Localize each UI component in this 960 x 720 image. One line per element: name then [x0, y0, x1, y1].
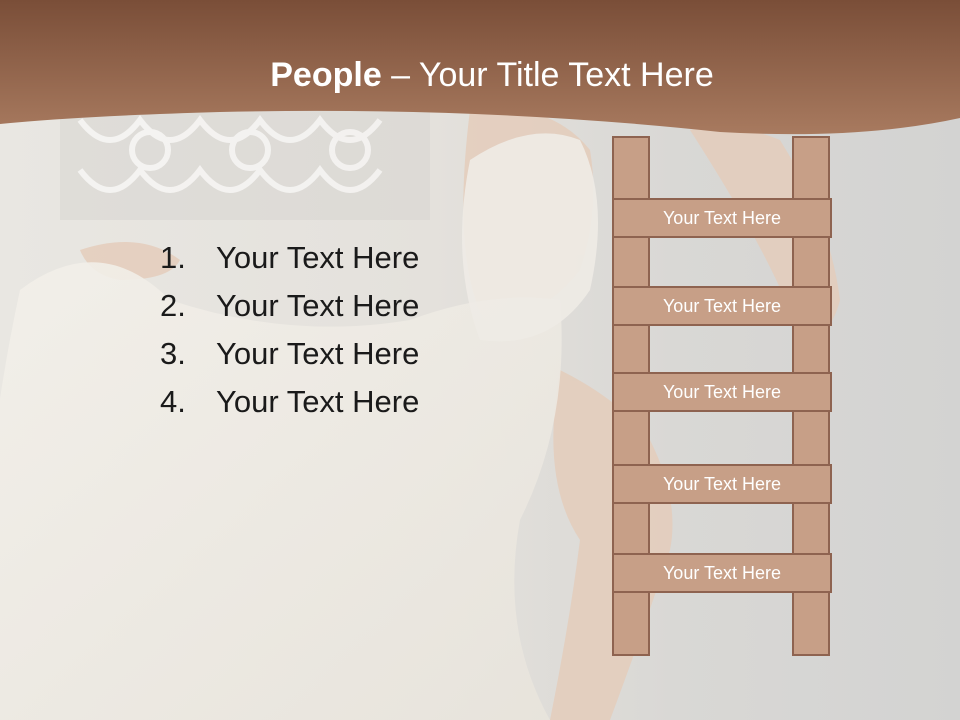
list-text: Your Text Here: [216, 336, 420, 371]
ladder-rung-4: Your Text Here: [612, 464, 832, 504]
slide-title: People – Your Title Text Here: [0, 52, 960, 98]
list-number: 2.: [160, 288, 186, 323]
ladder-rung-3: Your Text Here: [612, 372, 832, 412]
list-number: 1.: [160, 240, 186, 275]
list-number: 4.: [160, 384, 186, 419]
list-text: Your Text Here: [216, 240, 420, 275]
list-item: 4. Your Text Here: [160, 378, 419, 426]
list-item: 2. Your Text Here: [160, 282, 419, 330]
ladder-rung-5: Your Text Here: [612, 553, 832, 593]
ladder-rung-2: Your Text Here: [612, 286, 832, 326]
ladder-diagram: Your Text Here Your Text Here Your Text …: [612, 136, 834, 658]
list-text: Your Text Here: [216, 288, 420, 323]
title-text: – Your Title Text Here: [381, 56, 714, 94]
list-number: 3.: [160, 336, 186, 371]
ladder-rung-1: Your Text Here: [612, 198, 832, 238]
numbered-list: 1. Your Text Here 2. Your Text Here 3. Y…: [160, 234, 419, 426]
list-item: 3. Your Text Here: [160, 330, 419, 378]
header-banner: [0, 0, 960, 135]
list-item: 1. Your Text Here: [160, 234, 419, 282]
title-bold: People: [270, 56, 382, 94]
list-text: Your Text Here: [216, 384, 420, 419]
